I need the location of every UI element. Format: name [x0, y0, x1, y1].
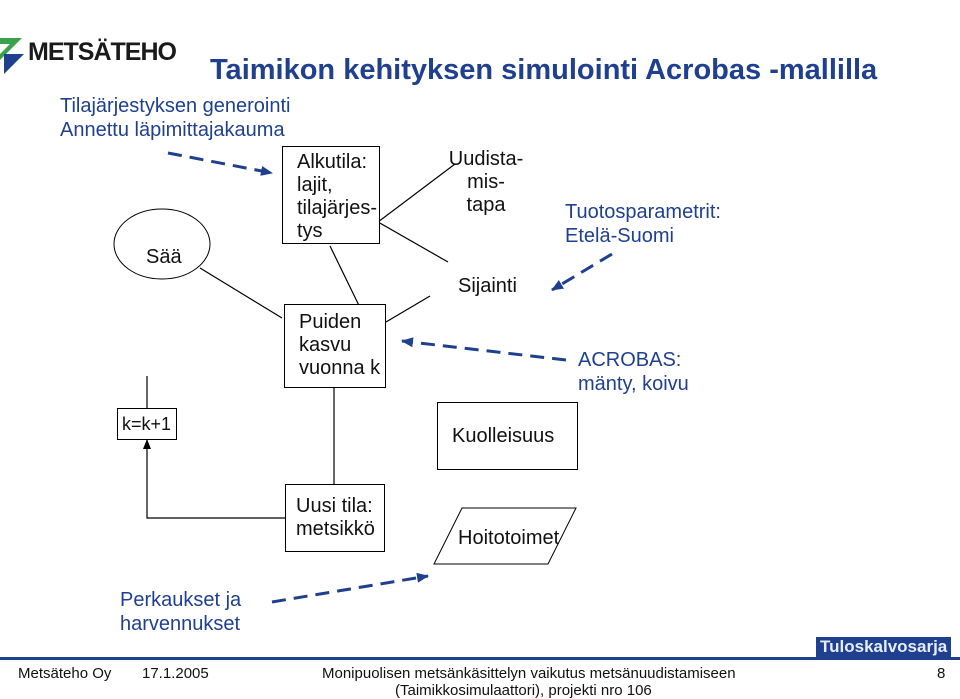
- footer-org: Metsäteho Oy: [18, 665, 112, 682]
- note-acrobas: ACROBAS: mänty, koivu: [578, 348, 689, 396]
- note-generation-line2: Annettu läpimittajakauma: [60, 119, 285, 141]
- note-generation-line1: Tilajärjestyksen generointi: [60, 95, 291, 117]
- node-kuolleisuus: Kuolleisuus: [437, 402, 578, 470]
- logo-text: METSÄTEHO: [28, 38, 177, 66]
- dashed-arrow-generation: [167, 151, 273, 176]
- note-output-params-line2: Etelä-Suomi: [565, 225, 674, 247]
- node-hoitotoimet: Hoitotoimet: [458, 527, 560, 549]
- node-sijainti: Sijainti: [458, 275, 517, 297]
- footer-date: 17.1.2005: [142, 665, 209, 682]
- metsateho-logo: METSÄTEHO: [0, 34, 177, 80]
- node-uudistamistapa: Uudista- mis- tapa: [446, 148, 526, 217]
- dashed-arrow-output-params: [551, 252, 613, 292]
- dashed-arrow-thinnings: [271, 572, 429, 604]
- footer-subject-line2: (Taimikkosimulaattori), projekti nro 106: [395, 682, 652, 699]
- node-alkutila: Alkutila: lajit, tilajärjes- tys: [282, 146, 380, 244]
- note-thinnings-line1: Perkaukset ja: [120, 589, 242, 611]
- footer: Tuloskalvosarja Metsäteho Oy 17.1.2005 M…: [0, 637, 960, 699]
- note-output-params-line1: Tuotosparametrit:: [565, 201, 721, 223]
- node-alkutila-line1: Alkutila:: [297, 151, 368, 173]
- note-acrobas-line1: ACROBAS:: [578, 349, 682, 371]
- arrow-uusi-to-kk: [143, 439, 285, 519]
- note-generation: Tilajärjestyksen generointi Annettu läpi…: [60, 94, 290, 142]
- node-uudistamistapa-line2: mis-: [467, 171, 505, 193]
- footer-bar: [0, 657, 960, 660]
- node-uusi-tila: Uusi tila: metsikkö: [285, 484, 385, 552]
- node-alkutila-line3: tilajärjes-: [297, 197, 378, 219]
- saa-ellipse: [113, 208, 211, 280]
- footer-series-label: Tuloskalvosarja: [816, 637, 952, 657]
- footer-subject-line1: Monipuolisen metsänkäsittelyn vaikutus m…: [322, 665, 736, 682]
- line-sijainti-puiden: [385, 295, 431, 323]
- hoitotoimet-shape: [433, 507, 577, 565]
- node-puiden-line1: Puiden: [299, 311, 362, 333]
- node-k-increment: k=k+1: [117, 408, 177, 440]
- note-output-params: Tuotosparametrit: Etelä-Suomi: [565, 200, 721, 248]
- note-acrobas-line2: mänty, koivu: [578, 373, 689, 395]
- node-uudistamistapa-line1: Uudista-: [448, 148, 524, 170]
- note-thinnings-line2: harvennukset: [120, 613, 241, 635]
- logo-mark-icon: [0, 38, 24, 74]
- node-puiden-kasvu: Puiden kasvu vuonna k: [284, 304, 386, 388]
- line-alkutila-uudistamistapa: [377, 163, 456, 223]
- footer-page-number: 8: [937, 665, 946, 682]
- note-thinnings: Perkaukset ja harvennukset: [120, 588, 241, 636]
- page-title: Taimikon kehityksen simulointi Acrobas -…: [210, 54, 878, 86]
- node-saa: Sää: [146, 246, 182, 268]
- node-uusi-line2: metsikkö: [296, 518, 375, 540]
- node-alkutila-line2: lajit,: [297, 174, 333, 196]
- node-uudistamistapa-line3: tapa: [466, 194, 506, 216]
- node-uusi-line1: Uusi tila:: [296, 495, 373, 517]
- line-saa-puiden: [199, 267, 283, 319]
- node-puiden-line3: vuonna k: [299, 357, 381, 379]
- dashed-arrow-acrobas: [401, 337, 567, 362]
- node-puiden-line2: kasvu: [299, 334, 352, 356]
- line-alkutila-sijainti: [377, 221, 449, 263]
- node-alkutila-line4: tys: [297, 220, 323, 242]
